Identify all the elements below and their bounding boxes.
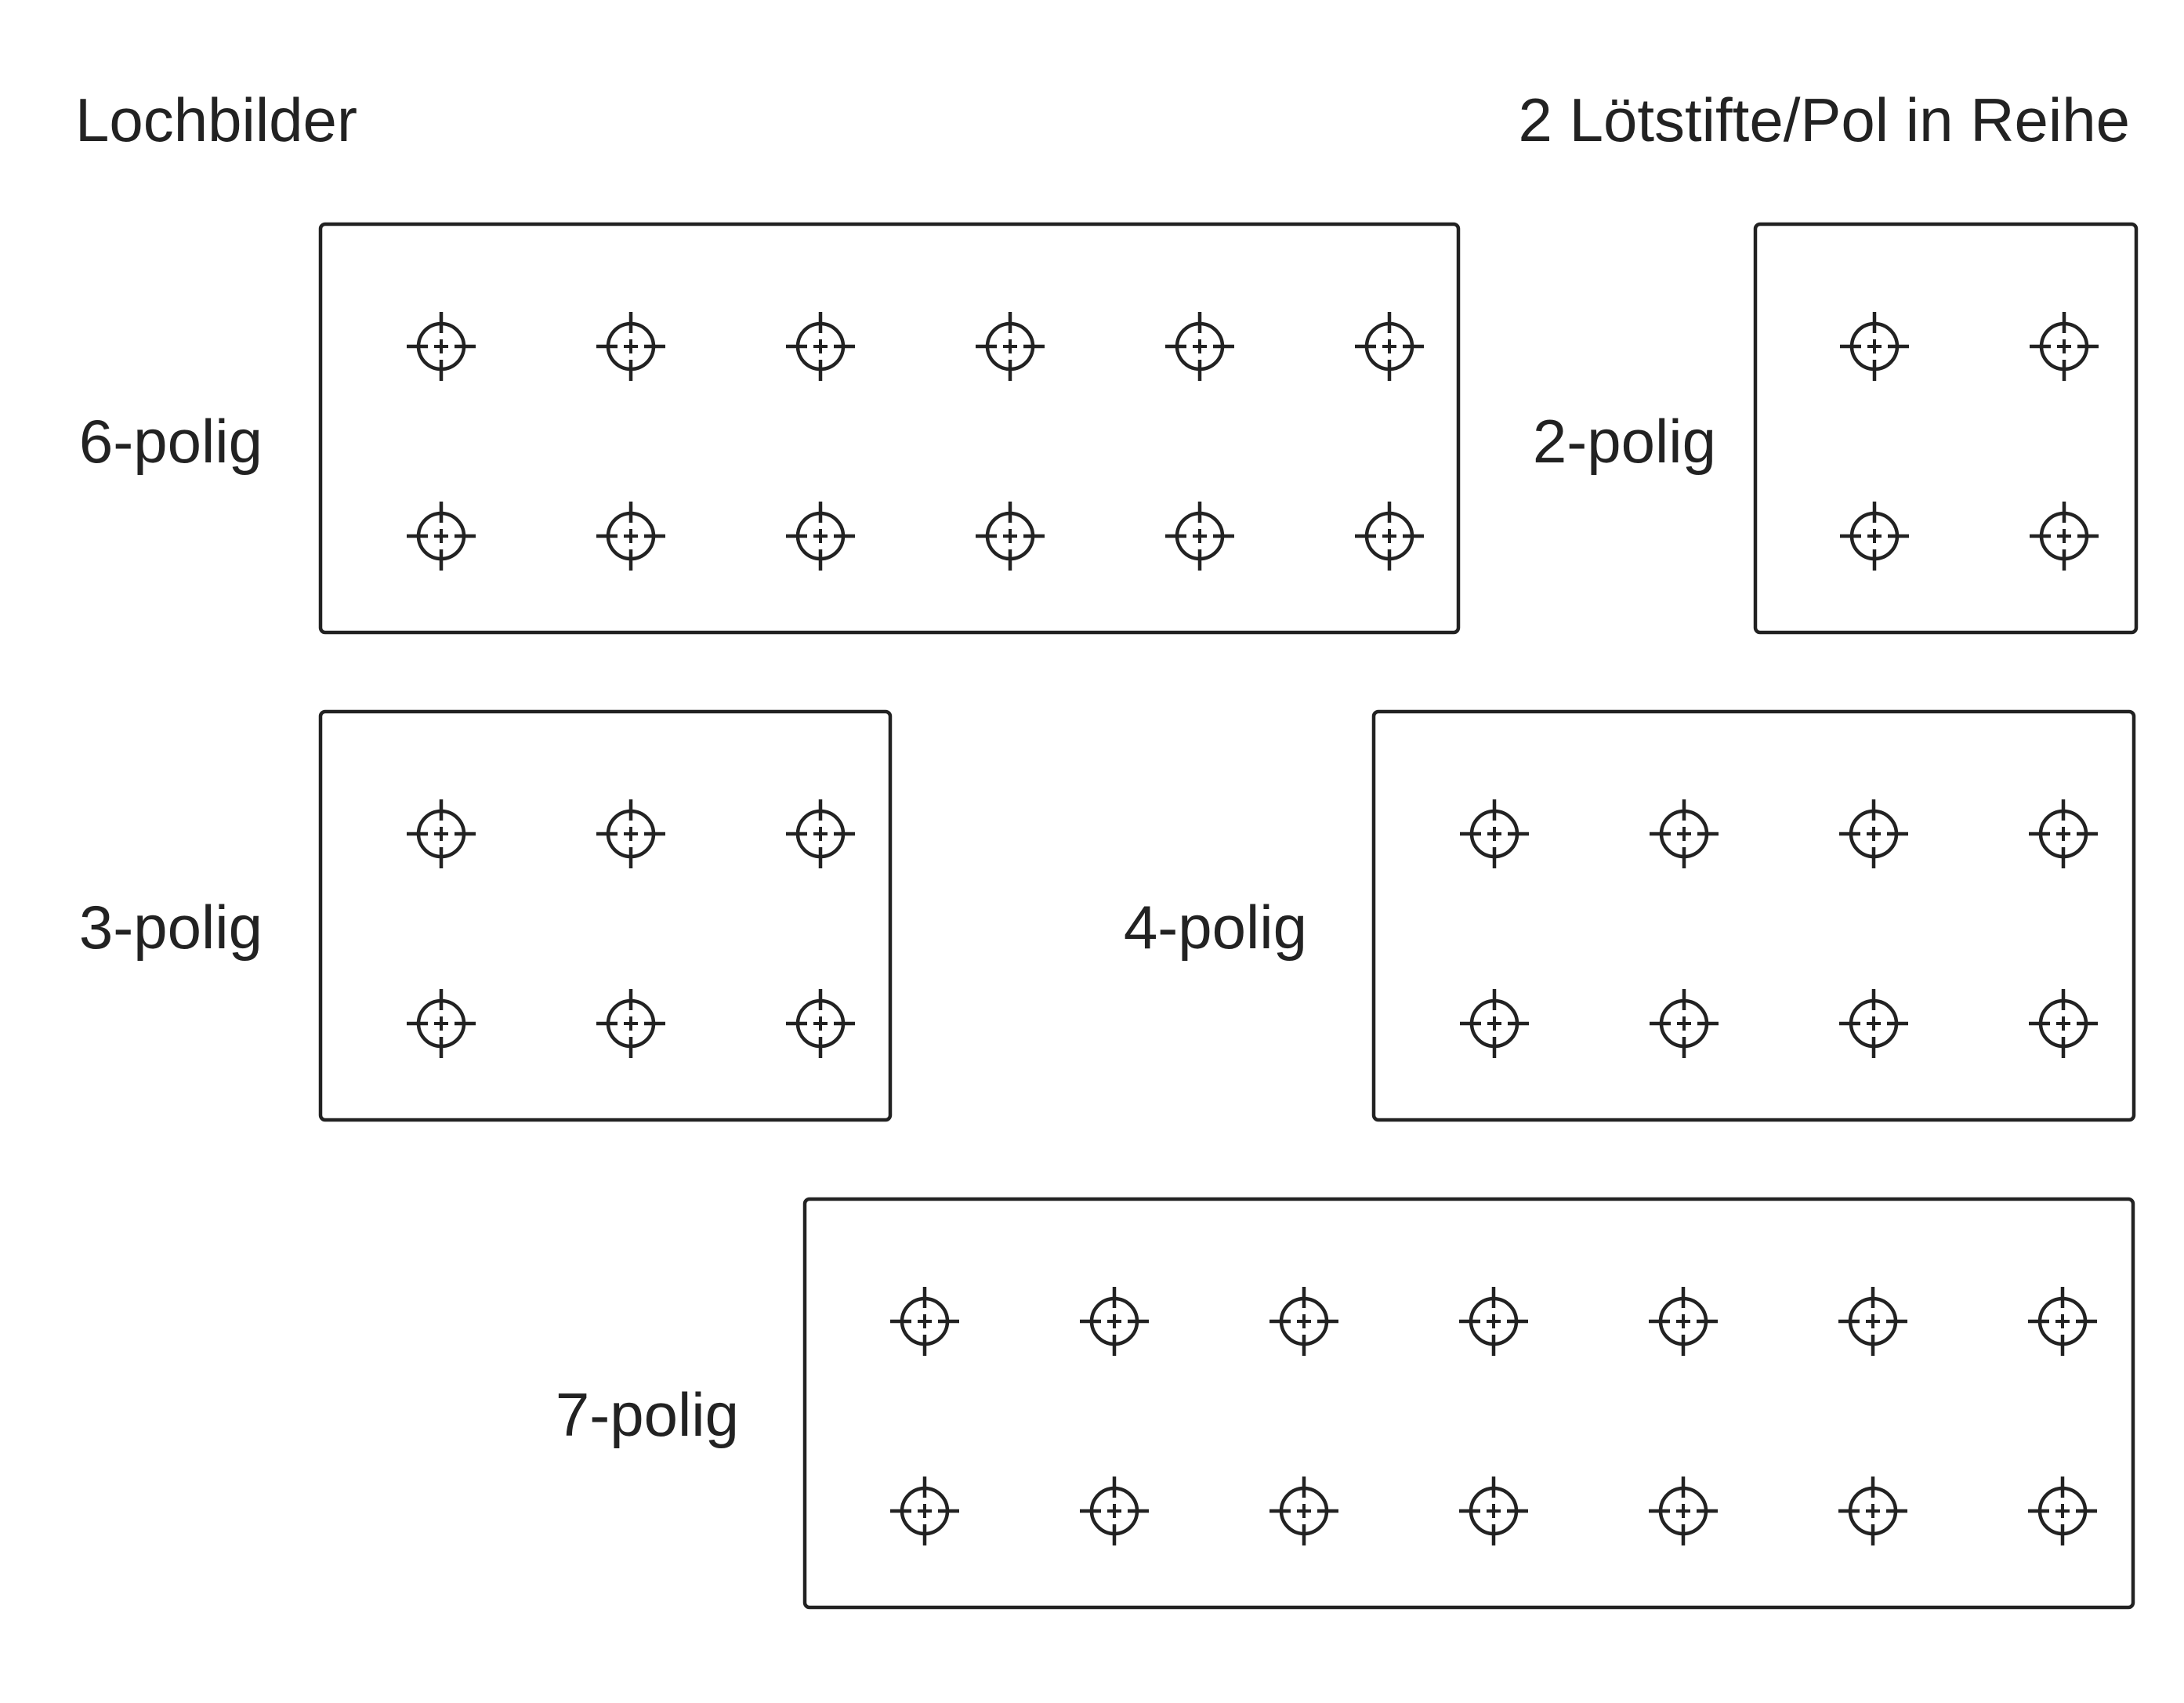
label-4-polig: 4-polig bbox=[1124, 893, 1307, 962]
plate-3-polig bbox=[318, 709, 893, 1122]
layout-7-polig: 7-polig bbox=[556, 1197, 2135, 1610]
crosshair-hole-icon bbox=[1080, 1477, 1149, 1545]
crosshair-hole-icon bbox=[1080, 1287, 1149, 1356]
crosshair-hole-icon bbox=[1460, 989, 1529, 1058]
crosshair-hole-icon bbox=[1355, 502, 1424, 571]
plate-4-polig bbox=[1371, 709, 2136, 1122]
crosshair-hole-icon bbox=[2030, 312, 2099, 381]
crosshair-hole-icon bbox=[1269, 1287, 1338, 1356]
crosshair-hole-icon bbox=[1459, 1477, 1528, 1545]
crosshair-hole-icon bbox=[976, 312, 1045, 381]
crosshair-hole-icon bbox=[1650, 989, 1719, 1058]
hole-grid-6-polig bbox=[407, 312, 1424, 571]
label-6-polig: 6-polig bbox=[79, 407, 263, 476]
label-2-polig: 2-polig bbox=[1533, 407, 1716, 476]
layout-3-polig: 3-polig bbox=[79, 709, 893, 1122]
crosshair-hole-icon bbox=[1839, 989, 1908, 1058]
hole-grid-7-polig bbox=[890, 1287, 2097, 1545]
crosshair-hole-icon bbox=[1840, 502, 1909, 571]
crosshair-hole-icon bbox=[1650, 799, 1719, 868]
crosshair-hole-icon bbox=[786, 989, 855, 1058]
crosshair-hole-icon bbox=[890, 1477, 959, 1545]
hole-grid-2-polig bbox=[1840, 312, 2099, 571]
crosshair-hole-icon bbox=[1840, 312, 1909, 381]
diagram-subtitle: 2 Lötstifte/Pol in Reihe bbox=[1519, 85, 2130, 154]
crosshair-hole-icon bbox=[407, 502, 476, 571]
crosshair-hole-icon bbox=[596, 502, 665, 571]
crosshair-hole-icon bbox=[1459, 1287, 1528, 1356]
crosshair-hole-icon bbox=[407, 989, 476, 1058]
crosshair-hole-icon bbox=[2029, 989, 2098, 1058]
layout-6-polig: 6-polig bbox=[79, 222, 1461, 635]
hole-grid-4-polig bbox=[1460, 799, 2098, 1058]
hole-grid-3-polig bbox=[407, 799, 855, 1058]
crosshair-hole-icon bbox=[1460, 799, 1529, 868]
crosshair-hole-icon bbox=[2030, 502, 2099, 571]
crosshair-hole-icon bbox=[1838, 1287, 1907, 1356]
crosshair-hole-icon bbox=[596, 989, 665, 1058]
crosshair-hole-icon bbox=[1355, 312, 1424, 381]
crosshair-hole-icon bbox=[1165, 312, 1234, 381]
layout-4-polig: 4-polig bbox=[1124, 709, 2136, 1122]
crosshair-hole-icon bbox=[596, 312, 665, 381]
crosshair-hole-icon bbox=[1165, 502, 1234, 571]
layout-2-polig: 2-polig bbox=[1533, 222, 2139, 635]
plate-6-polig bbox=[318, 222, 1461, 635]
label-3-polig: 3-polig bbox=[79, 893, 263, 962]
crosshair-hole-icon bbox=[2028, 1477, 2097, 1545]
diagram-title: Lochbilder bbox=[75, 85, 357, 154]
label-7-polig: 7-polig bbox=[556, 1380, 739, 1449]
crosshair-hole-icon bbox=[890, 1287, 959, 1356]
crosshair-hole-icon bbox=[976, 502, 1045, 571]
plate-7-polig bbox=[802, 1197, 2135, 1610]
crosshair-hole-icon bbox=[786, 312, 855, 381]
crosshair-hole-icon bbox=[596, 799, 665, 868]
crosshair-hole-icon bbox=[1269, 1477, 1338, 1545]
crosshair-hole-icon bbox=[407, 312, 476, 381]
crosshair-hole-icon bbox=[2028, 1287, 2097, 1356]
crosshair-hole-icon bbox=[1649, 1287, 1718, 1356]
crosshair-hole-icon bbox=[786, 799, 855, 868]
crosshair-hole-icon bbox=[407, 799, 476, 868]
plate-2-polig bbox=[1753, 222, 2139, 635]
crosshair-hole-icon bbox=[2029, 799, 2098, 868]
crosshair-hole-icon bbox=[1838, 1477, 1907, 1545]
crosshair-hole-icon bbox=[786, 502, 855, 571]
crosshair-hole-icon bbox=[1649, 1477, 1718, 1545]
crosshair-hole-icon bbox=[1839, 799, 1908, 868]
